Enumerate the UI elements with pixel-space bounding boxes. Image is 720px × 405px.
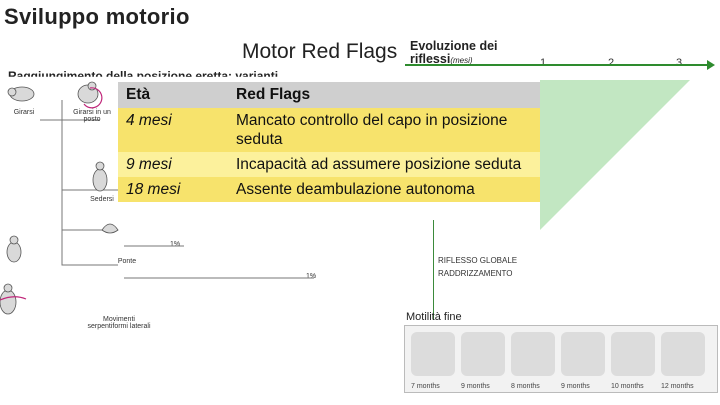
hand-label: 7 months	[411, 383, 440, 390]
reflex-labels: RIFLESSO GLOBALE RADDRIZZAMENTO	[438, 254, 517, 280]
reflex-evolution-shapes	[540, 80, 690, 230]
figure-label-sedersi: Sedersi	[90, 196, 114, 203]
row-flag: Incapacità ad assumere posizione seduta	[236, 156, 522, 173]
percent-label-2: 1%	[306, 273, 317, 280]
hand-image	[661, 332, 705, 376]
table-row: 9 mesi Incapacità ad assumere posizione …	[118, 152, 540, 177]
main-heading: Motor Red Flags	[242, 40, 398, 63]
hand-label: 9 months	[561, 383, 590, 390]
table-row: 4 mesi Mancato controllo del capo in pos…	[118, 108, 540, 152]
evolution-title: Evoluzione dei riflessi(mesi)	[410, 40, 498, 67]
figure-label-girarsi: Girarsi	[13, 109, 35, 116]
axis-tick-2: 2	[608, 57, 615, 69]
figure-label-movimenti-serpentiformi: Movimenti serpentiformi laterali	[87, 316, 151, 330]
slide-title: Sviluppo motorio	[4, 4, 190, 29]
row-age: 9 mesi	[126, 156, 172, 173]
hand-image	[611, 332, 655, 376]
hand-image	[411, 332, 455, 376]
left-subtitle: Raggiungimento della posizione eretta: v…	[8, 69, 279, 83]
timeline-arrow	[405, 60, 715, 70]
hand-label: 9 months	[461, 383, 490, 390]
row-age: 18 mesi	[126, 181, 181, 198]
reflex-label-righting: RADDRIZZAMENTO	[438, 269, 513, 278]
fine-motor-divider	[433, 220, 434, 320]
table-row: 18 mesi Assente deambulazione autonoma	[118, 177, 540, 202]
hand-image	[561, 332, 605, 376]
axis-tick-3: 3	[676, 57, 683, 69]
header-red-flags: Red Flags	[236, 86, 311, 103]
hand-image	[511, 332, 555, 376]
branch-connectors	[124, 245, 314, 279]
row-flag: Assente deambulazione autonoma	[236, 181, 475, 198]
hand-image	[461, 332, 505, 376]
evolution-unit: (mesi)	[450, 56, 473, 65]
hand-label: 10 months	[611, 383, 644, 390]
figure-label-girarsi-posto: Girarsi in un posto	[73, 109, 111, 123]
hand-label: 12 months	[661, 383, 694, 390]
red-flags-table: Età Red Flags 4 mesi Mancato controllo d…	[118, 82, 540, 202]
development-figures-illustration	[0, 81, 119, 315]
hand-development-strip: 7 months 9 months 8 months 9 months 10 m…	[404, 325, 718, 393]
header-age: Età	[126, 86, 151, 103]
axis-tick-1: 1	[540, 57, 547, 69]
reflex-label-global: RIFLESSO GLOBALE	[438, 256, 518, 265]
evolution-title-line1: Evoluzione dei	[410, 39, 498, 53]
fine-motor-label: Motilità fine	[406, 311, 462, 323]
percent-label-1: 1%	[170, 241, 181, 248]
evolution-title-line2: riflessi	[410, 52, 451, 66]
row-age: 4 mesi	[126, 112, 172, 129]
table-header-row: Età Red Flags	[118, 82, 540, 108]
row-flag: Mancato controllo del capo in posizione …	[236, 112, 508, 148]
figure-label-ponte: Ponte	[117, 258, 137, 265]
hand-label: 8 months	[511, 383, 540, 390]
